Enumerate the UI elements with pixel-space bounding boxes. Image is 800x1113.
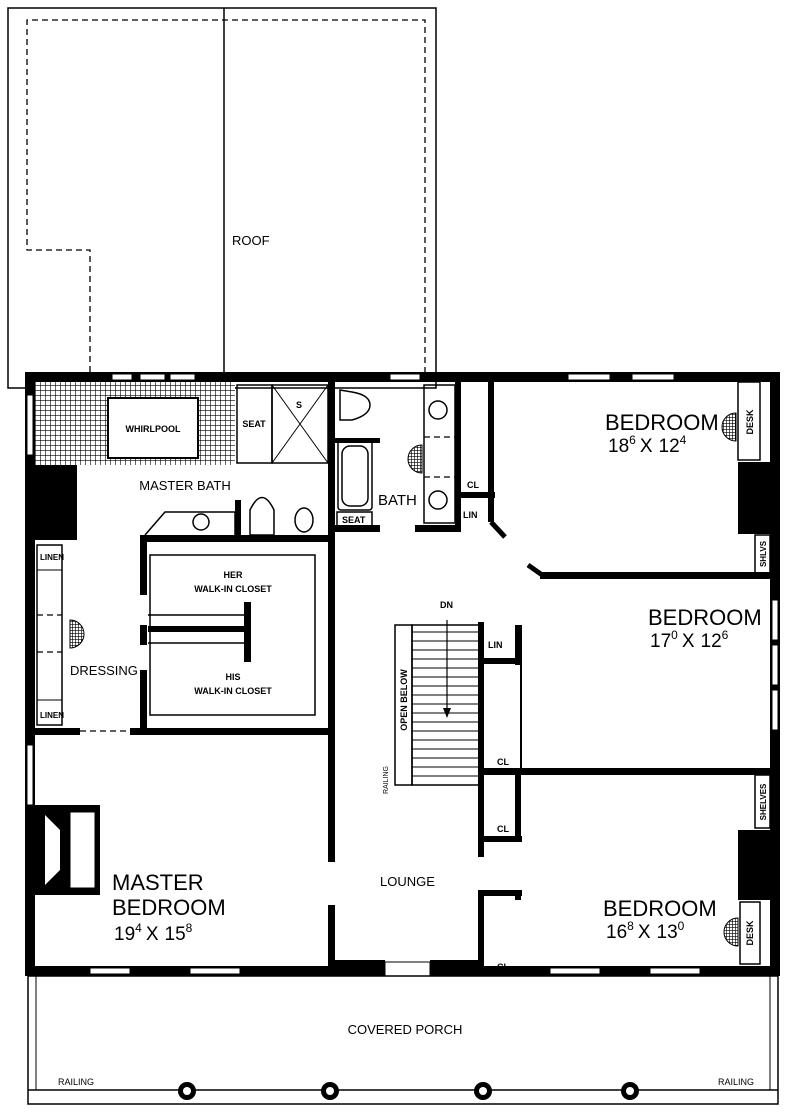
desk-label: DESK (745, 920, 755, 946)
lin-label: LIN (488, 640, 503, 650)
roof-label: ROOF (232, 233, 270, 248)
shelves-label: SHELVES (759, 783, 768, 820)
cl-label: CL (497, 757, 509, 767)
lounge-label: LOUNGE (380, 874, 435, 889)
linen-label: LINEN (40, 553, 64, 562)
interior-walls (35, 381, 771, 972)
master-bath: WHIRLPOOL SEAT S MASTER BATH (35, 382, 329, 540)
cl-label: CL (497, 962, 509, 972)
master-bath-label: MASTER BATH (139, 478, 231, 493)
svg-text:BEDROOM: BEDROOM (112, 895, 226, 920)
roof: ROOF (7, 7, 437, 389)
svg-text:BEDROOM: BEDROOM (605, 410, 719, 435)
railing-label: RAILING (58, 1077, 94, 1087)
desk-label: DESK (745, 409, 755, 435)
cl-label: CL (497, 824, 509, 834)
covered-porch-label: COVERED PORCH (348, 1022, 463, 1037)
bath-label: BATH (378, 492, 417, 509)
his-closet-label: HIS (225, 672, 240, 682)
svg-text:BEDROOM: BEDROOM (648, 605, 762, 630)
exterior-walls (25, 372, 780, 977)
open-below-label: OPEN BELOW (399, 669, 409, 731)
cl-label: CL (467, 480, 479, 490)
railing-label: RAILING (718, 1077, 754, 1087)
linen-label: LINEN (40, 711, 64, 720)
seat-label: SEAT (242, 419, 266, 429)
covered-porch (27, 975, 779, 1105)
her-closet-label: WALK-IN CLOSET (194, 584, 272, 594)
bath-seat-label: SEAT (342, 515, 366, 525)
svg-text:BEDROOM: BEDROOM (603, 896, 717, 921)
dressing-label: DRESSING (70, 663, 138, 678)
dn-label: DN (440, 600, 453, 610)
railing-label: RAILING (383, 766, 390, 794)
svg-text:MASTER: MASTER (112, 870, 204, 895)
shower-label: S (296, 400, 302, 410)
shlvs-label: SHLVS (759, 540, 768, 567)
his-closet-label: WALK-IN CLOSET (194, 686, 272, 696)
lin-label: LIN (463, 510, 478, 520)
whirlpool-label: WHIRLPOOL (126, 424, 181, 434)
her-closet-label: HER (223, 570, 243, 580)
